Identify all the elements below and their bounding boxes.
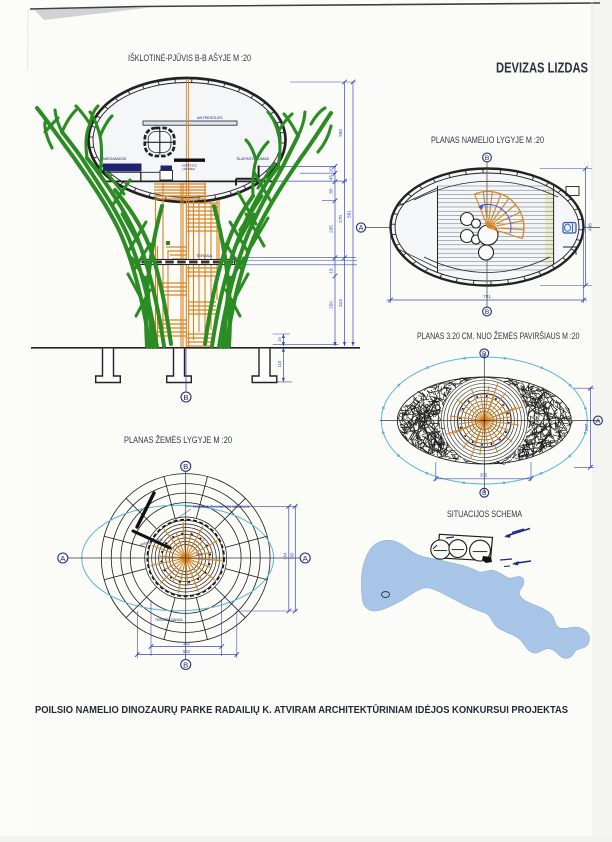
svg-text:781: 781 [483, 294, 491, 299]
svg-text:581: 581 [347, 210, 352, 218]
svg-text:B: B [183, 462, 188, 471]
svg-text:ŠLAPINTORIUMAS: ŠLAPINTORIUMAS [237, 156, 270, 161]
svg-text:365: 365 [289, 552, 294, 560]
svg-text:B: B [482, 490, 487, 497]
svg-text:MIEGAMASIS: MIEGAMASIS [103, 157, 127, 161]
svg-text:B: B [482, 351, 487, 358]
svg-text:B: B [183, 393, 188, 402]
svg-text:SITUACIJOS SCHEMA: SITUACIJOS SCHEMA [447, 509, 523, 519]
svg-text:116: 116 [277, 360, 282, 367]
svg-text:B: B [183, 660, 188, 669]
svg-text:20: 20 [329, 167, 334, 173]
svg-text:ANTRESOLĖS: ANTRESOLĖS [197, 115, 223, 120]
svg-text:A: A [359, 224, 364, 232]
svg-text:TERASOS DANGA: TERASOS DANGA [155, 618, 183, 622]
svg-text:A: A [303, 554, 309, 563]
svg-text:364: 364 [283, 552, 288, 560]
svg-text:18: 18 [329, 268, 334, 274]
svg-text:45: 45 [329, 175, 334, 181]
svg-text:335: 335 [480, 473, 488, 478]
svg-text:A: A [596, 418, 601, 425]
svg-text:Ø47: Ø47 [196, 553, 203, 557]
svg-text:270: 270 [338, 215, 343, 223]
svg-text:85: 85 [329, 188, 334, 194]
svg-text:287: 287 [584, 423, 589, 431]
svg-text:IŠKLOTINĖ-PJŪVIS B-B AŠYJE M: IŠKLOTINĖ-PJŪVIS B-B AŠYJE M :20 [128, 53, 251, 63]
svg-text:TERASA: TERASA [196, 253, 212, 258]
svg-text:B: B [485, 309, 490, 316]
svg-text:250: 250 [329, 301, 334, 309]
svg-text:PLANAS 3.20 CM. NUO ŽEMĖS PAVI: PLANAS 3.20 CM. NUO ŽEMĖS PAVIRŠIAUS M :… [417, 331, 580, 341]
svg-text:KOPĖČIOS: KOPĖČIOS [182, 163, 197, 168]
svg-text:PLANAS ŽEMĖS LYGYJE M :20: PLANAS ŽEMĖS LYGYJE M :20 [124, 435, 232, 445]
svg-text:Į ANTRES.: Į ANTRES. [182, 167, 196, 171]
svg-text:DEVIZAS LIZDAS: DEVIZAS LIZDAS [496, 61, 588, 77]
svg-text:POILSIO NAMELIO DINOZAURŲ PARK: POILSIO NAMELIO DINOZAURŲ PARKE RADAILIŲ… [35, 703, 568, 716]
svg-text:15: 15 [277, 337, 282, 342]
svg-text:APŠILD. TAKAS: APŠILD. TAKAS [139, 536, 163, 546]
svg-text:350: 350 [338, 129, 343, 137]
svg-text:B: B [485, 155, 490, 162]
svg-text:342: 342 [183, 641, 191, 646]
svg-text:542: 542 [183, 649, 191, 654]
svg-text:205: 205 [329, 225, 334, 233]
svg-text:324: 324 [338, 299, 343, 307]
svg-text:438: 438 [588, 223, 593, 231]
svg-text:PLANAS NAMELIO LYGYJE M :20: PLANAS NAMELIO LYGYJE M :20 [431, 135, 544, 145]
svg-text:A: A [60, 554, 66, 563]
